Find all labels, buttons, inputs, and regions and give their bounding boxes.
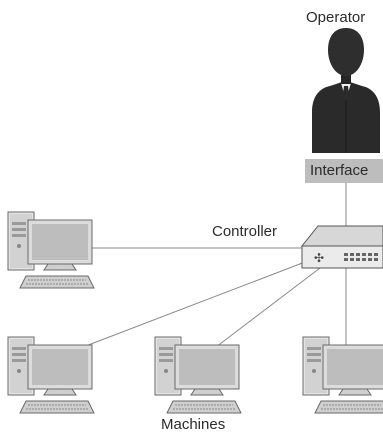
operator-label: Operator <box>306 9 366 26</box>
link-machine-2 <box>69 261 306 353</box>
interface-label: Interface <box>310 162 369 179</box>
machines-label: Machines <box>161 416 226 433</box>
machine-2-icon <box>7 336 95 414</box>
machine-4-icon <box>302 336 383 414</box>
network-switch-icon: ✣ <box>300 225 383 269</box>
svg-text:✣: ✣ <box>314 251 324 265</box>
operator-icon <box>312 28 380 153</box>
connection-lines <box>69 183 347 353</box>
controller-label: Controller <box>212 223 278 240</box>
machine-1-icon <box>7 211 95 289</box>
interface-box <box>305 159 383 183</box>
machine-3-icon <box>154 336 242 414</box>
link-machine-3 <box>211 267 321 351</box>
